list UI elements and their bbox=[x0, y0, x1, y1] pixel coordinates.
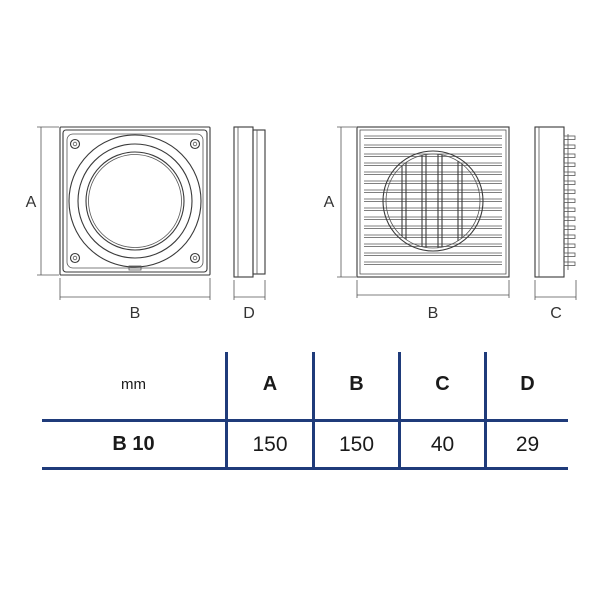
dimension-label-d: D bbox=[243, 305, 255, 322]
table-rule-vertical-3 bbox=[398, 352, 401, 470]
dimension-a-left: A bbox=[26, 126, 59, 276]
side-fin bbox=[563, 198, 576, 203]
side-body bbox=[233, 126, 254, 278]
grille-frame-outer bbox=[356, 126, 510, 278]
table-header-d: D bbox=[520, 372, 535, 395]
table-cell-a: 150 bbox=[252, 432, 288, 456]
dimension-a-right: A bbox=[324, 126, 356, 278]
panel-edge bbox=[66, 133, 204, 269]
side-view-right bbox=[534, 126, 576, 278]
table-rule-bottom bbox=[42, 467, 568, 470]
screw-hole-top-right-inner bbox=[192, 141, 198, 147]
table-cell-d: 29 bbox=[515, 432, 540, 456]
technical-drawing: A B D bbox=[26, 126, 577, 322]
screw-hole-bottom-right bbox=[189, 252, 201, 264]
table-header-c: C bbox=[435, 372, 450, 395]
table-cell-model: B 10 bbox=[112, 433, 155, 455]
dimension-b-right: B bbox=[356, 280, 510, 322]
grille-frame-inner bbox=[359, 129, 507, 275]
table-cell-b: 150 bbox=[338, 432, 375, 456]
dimension-b-left: B bbox=[59, 278, 211, 322]
side-fin bbox=[563, 234, 576, 239]
grille-bar bbox=[457, 154, 463, 248]
dimension-c: C bbox=[534, 280, 577, 322]
duct-opening-inner bbox=[88, 154, 182, 248]
side-fin bbox=[563, 162, 576, 167]
side-fin bbox=[563, 252, 576, 257]
side-fin bbox=[563, 189, 576, 194]
dimension-label-c: C bbox=[550, 305, 562, 322]
side-view-left bbox=[233, 126, 266, 278]
side-fin bbox=[563, 225, 576, 230]
frame-outer bbox=[59, 126, 211, 276]
grille-ring-inner bbox=[385, 153, 481, 249]
screw-hole-top-left-inner bbox=[72, 141, 78, 147]
table-header-unit: mm bbox=[121, 375, 146, 393]
side-collar bbox=[252, 129, 266, 275]
side-fin bbox=[563, 144, 576, 149]
side-fin bbox=[563, 171, 576, 176]
screw-hole-bottom-right-inner bbox=[192, 255, 198, 261]
collar-ring-middle bbox=[77, 143, 193, 259]
collar-ring-outer bbox=[68, 134, 202, 268]
dimension-d: D bbox=[233, 280, 266, 322]
dimension-label-a: A bbox=[324, 194, 335, 211]
screw-hole-top-right bbox=[189, 138, 201, 150]
duct-opening bbox=[85, 151, 185, 251]
dimension-label-b: B bbox=[130, 305, 141, 322]
front-view-left bbox=[59, 126, 211, 276]
screw-holes bbox=[69, 138, 201, 264]
screw-hole-bottom-left-inner bbox=[72, 255, 78, 261]
side-fins bbox=[563, 135, 576, 266]
side-fin bbox=[563, 180, 576, 185]
side-fin bbox=[563, 243, 576, 248]
side-fin bbox=[563, 207, 576, 212]
side-fin bbox=[563, 261, 576, 266]
dimension-label-a: A bbox=[26, 194, 37, 211]
grille-bar bbox=[401, 154, 407, 248]
side-fin bbox=[563, 135, 576, 140]
frame-inner bbox=[62, 129, 208, 273]
table-rule-vertical-2 bbox=[312, 352, 315, 470]
louvers bbox=[364, 135, 502, 265]
grille-bar bbox=[437, 154, 443, 248]
screw-hole-bottom-left bbox=[69, 252, 81, 264]
screw-hole-top-left bbox=[69, 138, 81, 150]
table-rule-header bbox=[42, 419, 568, 422]
side-fin bbox=[563, 153, 576, 158]
grille-ring-outer bbox=[382, 150, 484, 252]
grille-bar bbox=[421, 154, 427, 248]
table-header-a: A bbox=[262, 372, 278, 395]
dimension-table: mm A B C D B 10 150 150 40 29 bbox=[42, 352, 568, 470]
table-header-b: B bbox=[349, 372, 364, 395]
table-cell-c: 40 bbox=[430, 432, 455, 456]
table-rule-vertical-1 bbox=[225, 352, 228, 470]
dimension-label-b: B bbox=[428, 305, 439, 322]
grille-bars bbox=[401, 154, 463, 248]
side-fin bbox=[563, 216, 576, 221]
bottom-notch bbox=[128, 265, 142, 271]
front-view-right bbox=[356, 126, 510, 278]
table-rule-vertical-4 bbox=[484, 352, 487, 470]
